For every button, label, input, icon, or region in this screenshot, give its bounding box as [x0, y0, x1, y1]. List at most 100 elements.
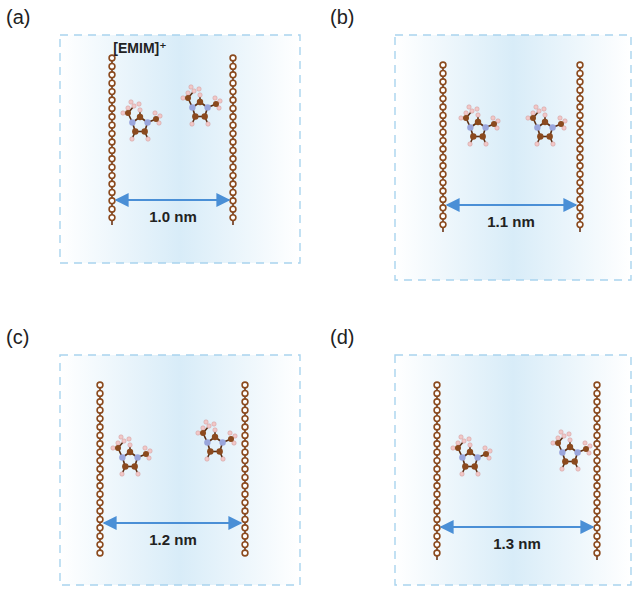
carbon-atom — [109, 198, 115, 204]
carbon-atom — [109, 156, 115, 162]
carbon-atom — [97, 441, 103, 447]
carbon-atom — [97, 416, 103, 422]
carbon-atom — [434, 542, 440, 548]
carbon-atom — [242, 449, 248, 455]
carbon-atom — [230, 139, 236, 145]
carbon-atom — [434, 441, 440, 447]
carbon-atom — [434, 433, 440, 439]
carbon-atom — [577, 138, 583, 144]
panel-letter: (b) — [330, 6, 354, 29]
carbon-atom — [440, 188, 446, 194]
carbon-atom — [230, 148, 236, 154]
carbon-atom — [230, 80, 236, 86]
carbon-atom — [109, 190, 115, 196]
carbon-atom — [577, 188, 583, 194]
carbon-atom — [440, 79, 446, 85]
carbon-atom — [109, 206, 115, 212]
carbon-atom — [594, 533, 600, 539]
carbon-atom — [440, 113, 446, 119]
carbon-atom — [577, 87, 583, 93]
carbon-atom — [594, 475, 600, 481]
carbon-atom — [109, 64, 115, 70]
carbon-atom — [109, 164, 115, 170]
carbon-atom — [97, 424, 103, 430]
carbon-atom — [242, 550, 248, 556]
carbon-atom — [242, 517, 248, 523]
carbon-atom — [434, 399, 440, 405]
carbon-atom — [577, 62, 583, 68]
carbon-atom — [577, 71, 583, 77]
carbon-atom — [434, 458, 440, 464]
carbon-atom — [109, 215, 115, 221]
carbon-atom — [594, 483, 600, 489]
carbon-atom — [230, 97, 236, 103]
carbon-atom — [242, 542, 248, 548]
carbon-atom — [230, 190, 236, 196]
carbon-atom — [434, 382, 440, 388]
carbon-atom — [440, 180, 446, 186]
carbon-atom — [594, 517, 600, 523]
carbon-atom — [577, 96, 583, 102]
carbon-atom — [97, 517, 103, 523]
carbon-atom — [577, 197, 583, 203]
carbon-atom — [242, 458, 248, 464]
carbon-atom — [109, 72, 115, 78]
carbon-atom — [242, 399, 248, 405]
dimension-label: 1.3 nm — [493, 535, 541, 552]
carbon-atom — [97, 550, 103, 556]
carbon-atom — [109, 173, 115, 179]
carbon-atom — [434, 550, 440, 556]
carbon-atom — [242, 466, 248, 472]
carbon-atom — [440, 62, 446, 68]
carbon-atom — [577, 121, 583, 127]
carbon-atom — [594, 424, 600, 430]
carbon-atom — [230, 72, 236, 78]
carbon-atom — [440, 96, 446, 102]
carbon-atom — [594, 391, 600, 397]
carbon-atom — [440, 71, 446, 77]
carbon-atom — [434, 466, 440, 472]
carbon-atom — [440, 155, 446, 161]
panel-letter: (d) — [330, 326, 354, 349]
carbon-atom — [97, 407, 103, 413]
carbon-atom — [97, 542, 103, 548]
carbon-atom — [434, 533, 440, 539]
carbon-atom — [440, 146, 446, 152]
graphene-sheet — [97, 55, 600, 560]
carbon-atom — [594, 491, 600, 497]
carbon-atom — [577, 180, 583, 186]
carbon-atom — [230, 215, 236, 221]
carbon-atom — [594, 458, 600, 464]
carbon-atom — [109, 80, 115, 86]
carbon-atom — [440, 213, 446, 219]
carbon-atom — [109, 122, 115, 128]
carbon-atom — [577, 163, 583, 169]
carbon-atom — [242, 424, 248, 430]
carbon-atom — [230, 206, 236, 212]
carbon-atom — [230, 64, 236, 70]
carbon-atom — [440, 205, 446, 211]
carbon-atom — [577, 222, 583, 228]
carbon-atom — [109, 89, 115, 95]
carbon-atom — [97, 533, 103, 539]
carbon-atom — [109, 181, 115, 187]
carbon-atom — [242, 407, 248, 413]
panel-frame — [60, 35, 631, 585]
carbon-atom — [97, 382, 103, 388]
carbon-atom — [594, 449, 600, 455]
carbon-atom — [230, 55, 236, 61]
carbon-atom — [242, 483, 248, 489]
carbon-atom — [577, 213, 583, 219]
carbon-atom — [440, 222, 446, 228]
carbon-atom — [440, 163, 446, 169]
carbon-atom — [97, 483, 103, 489]
carbon-atom — [230, 173, 236, 179]
carbon-atom — [242, 475, 248, 481]
carbon-atom — [242, 500, 248, 506]
carbon-atom — [97, 508, 103, 514]
carbon-atom — [440, 138, 446, 144]
carbon-atom — [434, 491, 440, 497]
dimension-label: 1.0 nm — [149, 208, 197, 225]
